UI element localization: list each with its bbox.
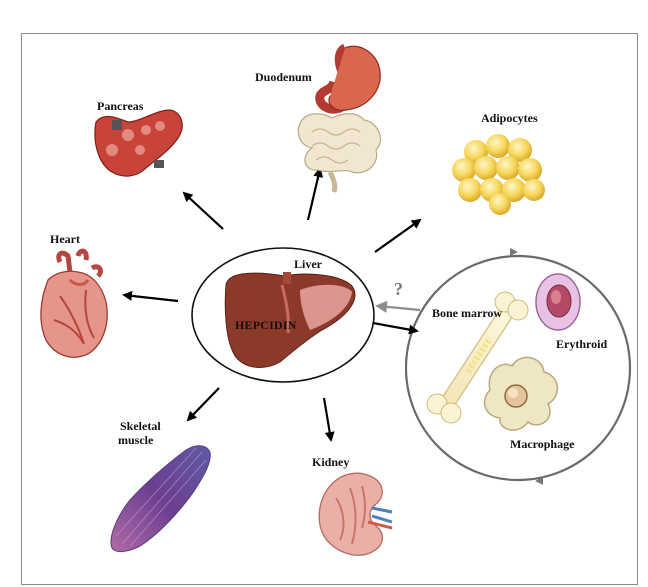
kidney-label: Kidney <box>312 455 349 469</box>
arrow-to-kidney <box>324 398 331 440</box>
arrow-to-heart <box>124 295 178 301</box>
arrow-to-duodenum <box>308 169 320 220</box>
pancreas-icon <box>95 110 182 176</box>
macrophage-label: Macrophage <box>510 437 574 451</box>
adipocytes-label: Adipocytes <box>481 111 538 125</box>
skeletal-muscle-label-line1: Skeletal <box>120 419 161 433</box>
cycle-arrowhead-top-icon <box>510 248 518 256</box>
erythroid-label: Erythroid <box>556 337 607 351</box>
pancreas-label: Pancreas <box>97 99 143 113</box>
arrow-to-bone-marrow <box>373 323 417 331</box>
heart-label: Heart <box>50 232 80 246</box>
erythroid-cell-icon <box>536 274 580 330</box>
arrow-to-skeletal-muscle <box>188 388 219 420</box>
liver-node <box>192 248 374 382</box>
skeletal-muscle-label-line2: muscle <box>118 433 153 447</box>
question-mark-label: ? <box>394 282 403 296</box>
liver-label: Liver <box>294 257 322 271</box>
hepcidin-label: HEPCIDIN <box>235 318 297 332</box>
duodenum-icon <box>298 46 380 192</box>
bone-marrow-label: Bone marrow <box>432 306 502 320</box>
heart-icon <box>41 251 107 357</box>
vessel-icon <box>283 272 291 284</box>
kidney-icon <box>319 473 392 555</box>
arrow-to-adipocytes <box>375 220 420 252</box>
arrow-to-pancreas <box>184 193 223 229</box>
arrow-from-bone-marrow <box>378 306 420 310</box>
duodenum-label: Duodenum <box>255 70 312 84</box>
adipocytes-icon <box>452 134 545 215</box>
skeletal-muscle-icon <box>111 446 210 552</box>
